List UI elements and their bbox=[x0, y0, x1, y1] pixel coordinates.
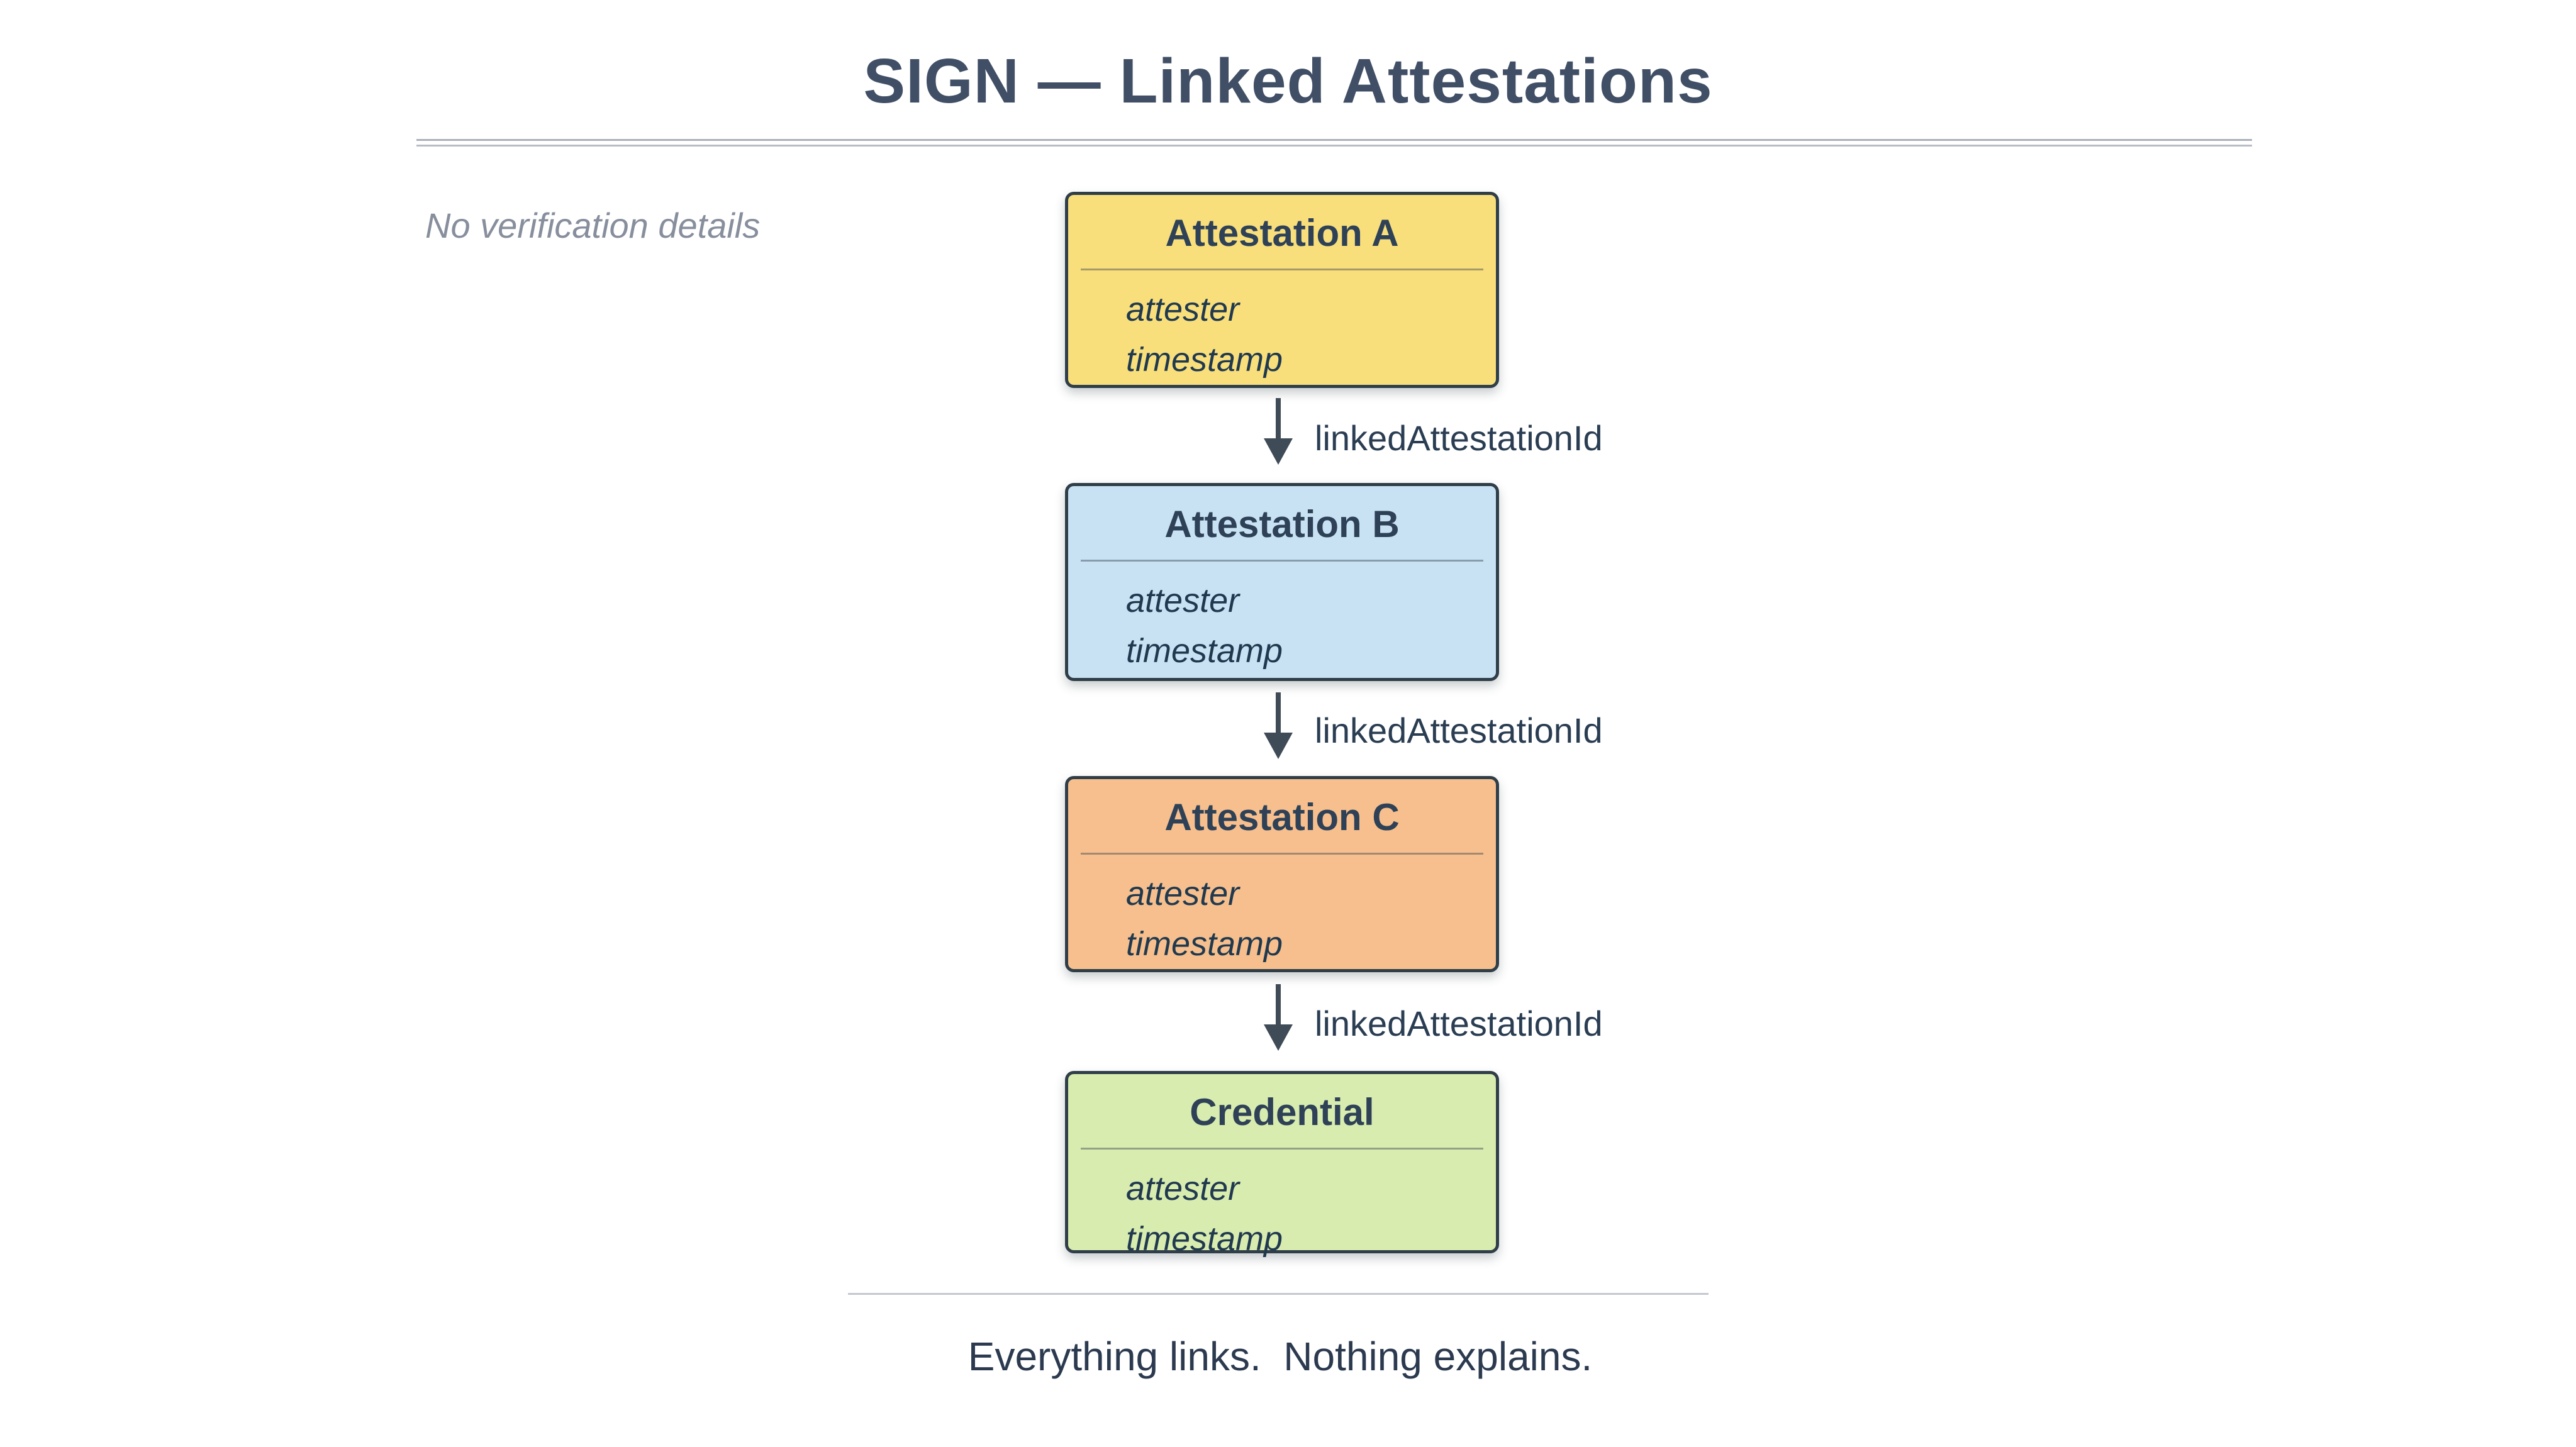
arrow-head bbox=[1264, 733, 1293, 759]
field-timestamp: timestamp bbox=[1126, 341, 1283, 379]
credential-box: Credential attester timestamp bbox=[1065, 1071, 1499, 1258]
box-fields: attester timestamp bbox=[1126, 575, 1496, 676]
box-fields: attester timestamp bbox=[1126, 284, 1496, 385]
footer-divider bbox=[848, 1293, 1709, 1295]
field-timestamp: timestamp bbox=[1126, 1220, 1283, 1258]
box-divider bbox=[1081, 269, 1483, 270]
attestation-a-box: Attestation A attester timestamp bbox=[1065, 192, 1499, 388]
arrow-head bbox=[1264, 1024, 1293, 1051]
down-arrow-icon bbox=[1264, 984, 1293, 1051]
arrow-shaft bbox=[1276, 692, 1281, 734]
box-title: Attestation B bbox=[1164, 503, 1400, 545]
box-title: Attestation C bbox=[1164, 796, 1400, 838]
page-title: SIGN — Linked Attestations bbox=[863, 46, 1713, 116]
down-arrow-icon bbox=[1264, 692, 1293, 759]
title-divider bbox=[416, 139, 2252, 147]
box-divider bbox=[1081, 560, 1483, 562]
field-timestamp: timestamp bbox=[1126, 632, 1283, 670]
box-title: Attestation A bbox=[1165, 212, 1399, 254]
down-arrow-icon bbox=[1264, 398, 1293, 465]
field-timestamp: timestamp bbox=[1126, 925, 1283, 963]
box-fields: attester timestamp bbox=[1126, 868, 1496, 969]
link-label: linkedAttestationId bbox=[1315, 418, 1603, 458]
footer-caption: Everything links. Nothing explains. bbox=[967, 1334, 1593, 1379]
box-title: Credential bbox=[1190, 1091, 1374, 1133]
field-attester: attester bbox=[1126, 582, 1240, 619]
attestation-b-box: Attestation B attester timestamp bbox=[1065, 483, 1499, 681]
link-label: linkedAttestationId bbox=[1315, 711, 1603, 750]
arrow-shaft bbox=[1276, 398, 1281, 440]
field-attester: attester bbox=[1126, 291, 1240, 328]
box-fields: attester timestamp bbox=[1126, 1163, 1496, 1264]
field-attester: attester bbox=[1126, 875, 1240, 912]
arrow-head bbox=[1264, 438, 1293, 465]
field-attester: attester bbox=[1126, 1170, 1240, 1207]
link-label: linkedAttestationId bbox=[1315, 1004, 1603, 1043]
box-divider bbox=[1081, 1148, 1483, 1150]
attestation-c-box: Attestation C attester timestamp bbox=[1065, 776, 1499, 972]
box-divider bbox=[1081, 853, 1483, 855]
no-verification-note: No verification details bbox=[425, 206, 761, 245]
arrow-shaft bbox=[1276, 984, 1281, 1026]
